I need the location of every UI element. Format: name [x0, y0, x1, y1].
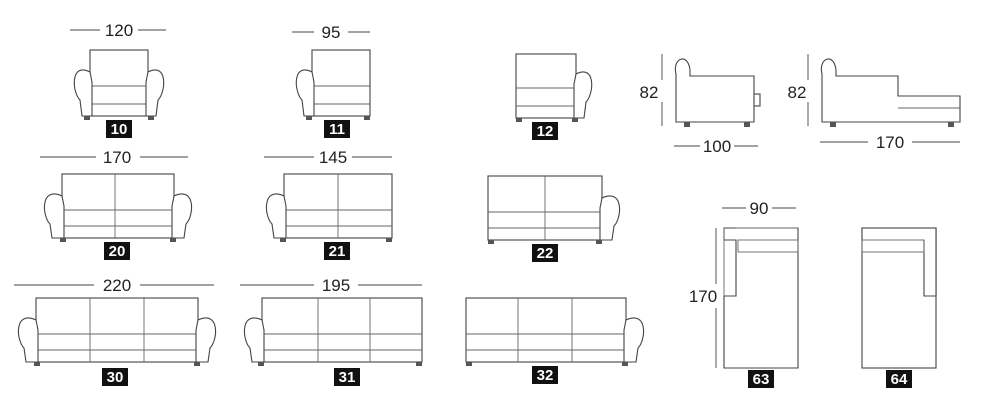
backrest: [89, 49, 149, 117]
code-badge: [886, 370, 912, 388]
code-badge: [324, 120, 350, 138]
right-arm: [623, 317, 645, 363]
code-label: 21: [329, 243, 346, 260]
module-11: 95 11: [292, 23, 371, 138]
code-label: 11: [329, 121, 345, 138]
module-64: 64: [861, 227, 937, 388]
right-arm: [195, 317, 217, 363]
module-12: 12: [515, 53, 593, 140]
code-badge: [324, 242, 350, 260]
left-arm: [295, 69, 315, 117]
code-label: 31: [339, 369, 356, 386]
code-label: 12: [537, 123, 554, 140]
module-31: 195 31: [240, 276, 423, 386]
width-label: 120: [105, 21, 133, 40]
code-badge: [748, 370, 774, 388]
module-22: 22: [487, 175, 621, 262]
height-label: 82: [640, 83, 659, 102]
code-badge: [532, 122, 558, 140]
left-arm: [73, 69, 93, 117]
module-20: 170 20: [40, 148, 193, 260]
backrest: [311, 49, 371, 117]
width-label: 145: [319, 148, 347, 167]
code-label: 22: [537, 245, 554, 262]
side-view-chaise: 82 170: [788, 54, 961, 152]
code-label: 64: [891, 371, 908, 388]
width-label: 220: [103, 276, 131, 295]
code-label: 10: [111, 121, 128, 138]
width-label: 195: [322, 276, 350, 295]
backrest: [465, 297, 627, 363]
code-badge: [532, 244, 558, 262]
left-arm: [17, 317, 39, 363]
code-badge: [102, 368, 128, 386]
height-label: 82: [788, 83, 807, 102]
backrest: [61, 173, 175, 239]
code-badge: [532, 366, 558, 384]
module-63: 90 170 63: [689, 199, 799, 388]
backrest: [35, 297, 199, 363]
side-view-standard: 82 100: [640, 54, 761, 156]
module-30: 220 30: [14, 276, 217, 386]
width-label: 170: [103, 148, 131, 167]
code-badge: [104, 242, 130, 260]
code-label: 32: [537, 367, 554, 384]
code-badge: [334, 368, 360, 386]
right-arm: [171, 193, 193, 239]
code-label: 63: [753, 371, 770, 388]
code-label: 20: [109, 243, 126, 260]
depth-label: 100: [703, 137, 731, 156]
module-21: 145 21: [264, 148, 393, 260]
depth-label: 170: [876, 133, 904, 152]
module-10: 120 10: [70, 21, 166, 138]
backrest: [261, 297, 423, 363]
right-arm: [599, 195, 621, 241]
left-arm: [265, 193, 287, 239]
side-profile: [674, 58, 755, 123]
right-arm: [573, 71, 593, 119]
width-label: 95: [322, 23, 341, 42]
chaise-outline: [723, 227, 799, 369]
left-arm: [43, 193, 65, 239]
width-label: 90: [750, 199, 769, 218]
module-32: 32: [465, 297, 645, 384]
backrest: [515, 53, 577, 119]
right-arm: [145, 69, 165, 117]
side-profile: [820, 58, 961, 123]
code-badge: [106, 120, 132, 138]
length-label: 170: [689, 287, 717, 306]
left-arm: [243, 317, 265, 363]
code-label: 30: [107, 369, 124, 386]
